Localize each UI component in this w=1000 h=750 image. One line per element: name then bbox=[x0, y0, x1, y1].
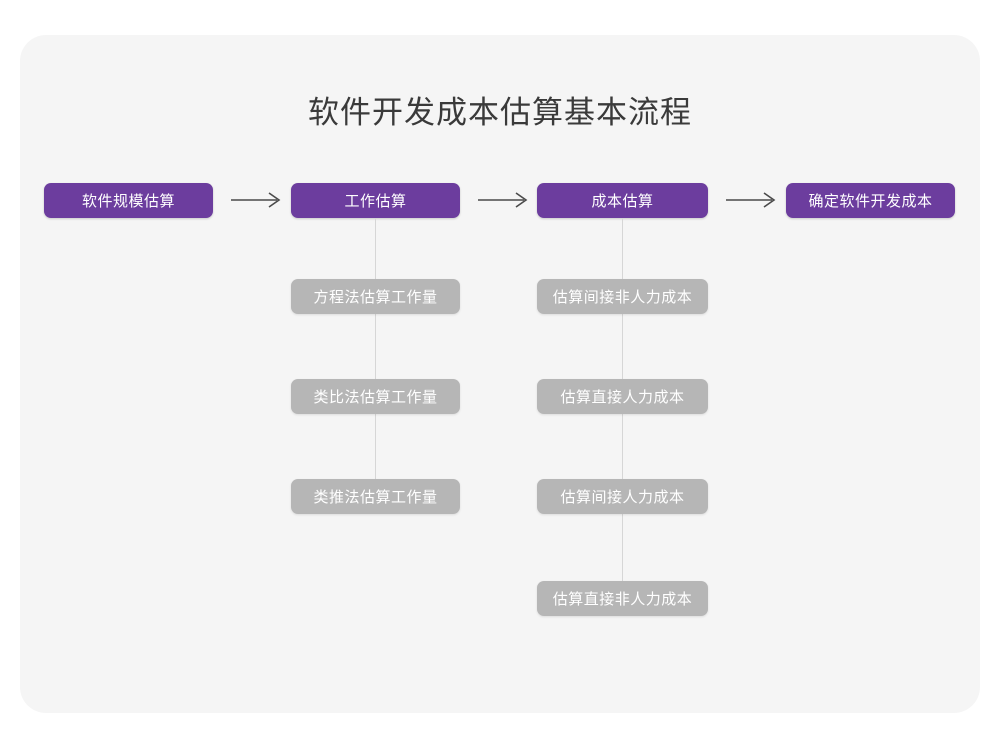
substep-node-effort-inference-method[interactable]: 类推法估算工作量 bbox=[291, 479, 460, 514]
substep-node-label: 估算间接人力成本 bbox=[560, 488, 685, 506]
stage-node-label: 确定软件开发成本 bbox=[808, 192, 933, 210]
arrow-right-icon bbox=[475, 189, 533, 211]
substep-node-direct-labor-cost[interactable]: 估算直接人力成本 bbox=[537, 379, 708, 414]
substep-node-indirect-nonlabor-cost[interactable]: 估算间接非人力成本 bbox=[537, 279, 708, 314]
substep-node-label: 估算直接人力成本 bbox=[560, 388, 685, 406]
substep-node-label: 估算间接非人力成本 bbox=[552, 288, 693, 306]
content-card bbox=[20, 35, 980, 713]
stage-node-label: 成本估算 bbox=[591, 192, 654, 210]
substep-node-indirect-labor-cost[interactable]: 估算间接人力成本 bbox=[537, 479, 708, 514]
substep-node-direct-nonlabor-cost[interactable]: 估算直接非人力成本 bbox=[537, 581, 708, 616]
substep-node-effort-equation-method[interactable]: 方程法估算工作量 bbox=[291, 279, 460, 314]
substep-node-label: 方程法估算工作量 bbox=[313, 288, 438, 306]
page-title: 软件开发成本估算基本流程 bbox=[308, 95, 692, 131]
stage-node-determine-development-cost[interactable]: 确定软件开发成本 bbox=[786, 183, 955, 218]
connector-line-cost-branch bbox=[622, 218, 623, 614]
arrow-right-icon bbox=[228, 189, 286, 211]
stage-node-effort-estimation[interactable]: 工作估算 bbox=[291, 183, 460, 218]
substep-node-label: 类推法估算工作量 bbox=[313, 488, 438, 506]
stage-node-software-scale-estimation[interactable]: 软件规模估算 bbox=[44, 183, 213, 218]
substep-node-effort-analogy-method[interactable]: 类比法估算工作量 bbox=[291, 379, 460, 414]
connector-line-effort-branch bbox=[375, 218, 376, 514]
stage-node-label: 工作估算 bbox=[344, 192, 407, 210]
substep-node-label: 估算直接非人力成本 bbox=[552, 590, 693, 608]
stage-node-label: 软件规模估算 bbox=[81, 192, 175, 210]
stage-node-cost-estimation[interactable]: 成本估算 bbox=[537, 183, 708, 218]
substep-node-label: 类比法估算工作量 bbox=[313, 388, 438, 406]
arrow-right-icon bbox=[723, 189, 781, 211]
